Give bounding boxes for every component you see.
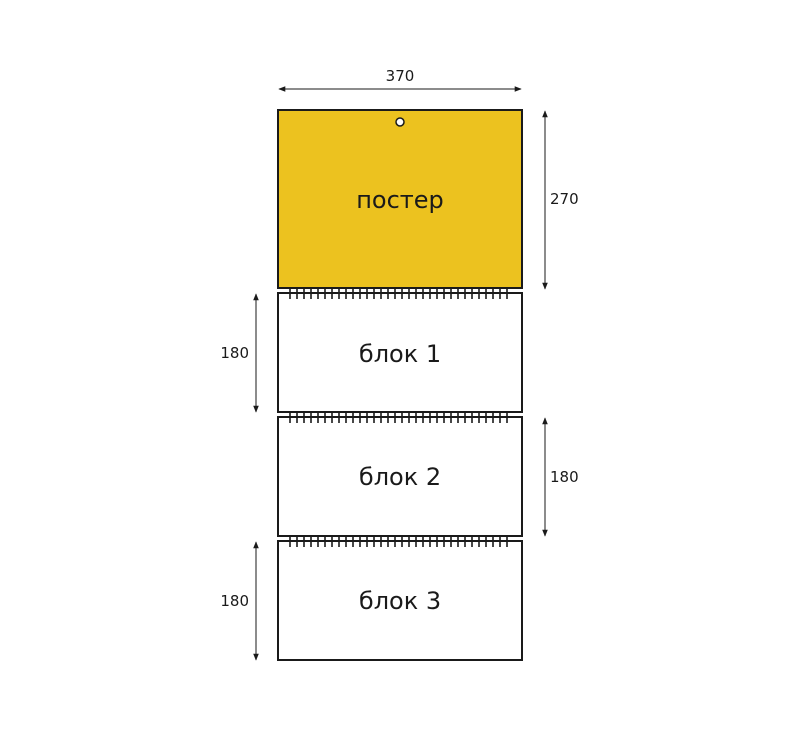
poster-label: постер: [356, 186, 444, 214]
block-2-sheet: [277, 416, 523, 537]
block-2-height-label: 180: [550, 468, 579, 486]
block-2-label: блок 2: [359, 463, 441, 491]
poster-height-dimension: 270: [542, 110, 579, 290]
block-1: блок 1: [277, 287, 523, 413]
block-2: блок 2: [277, 411, 523, 537]
block-2-height-dimension: 180: [542, 417, 579, 537]
poster-width-dimension: 370: [278, 67, 522, 92]
spiral-binding-2: [278, 411, 522, 423]
block-1-height-dimension: 180: [220, 293, 259, 413]
poster-height-label: 270: [550, 190, 579, 208]
poster-sheet: [277, 109, 523, 289]
spiral-binding-3: [278, 535, 522, 547]
block-3-label: блок 3: [359, 587, 441, 615]
block-3-height-label: 180: [220, 592, 249, 610]
block-3: блок 3: [277, 535, 523, 661]
block-3-height-dimension: 180: [220, 541, 259, 661]
poster-width-label: 370: [386, 67, 415, 85]
poster: постер: [277, 109, 523, 289]
block-3-sheet: [277, 540, 523, 661]
block-1-sheet: [277, 292, 523, 413]
block-1-height-label: 180: [220, 344, 249, 362]
block-1-label: блок 1: [359, 340, 441, 368]
spiral-binding-1: [278, 287, 522, 299]
hanging-hole: [395, 117, 405, 127]
